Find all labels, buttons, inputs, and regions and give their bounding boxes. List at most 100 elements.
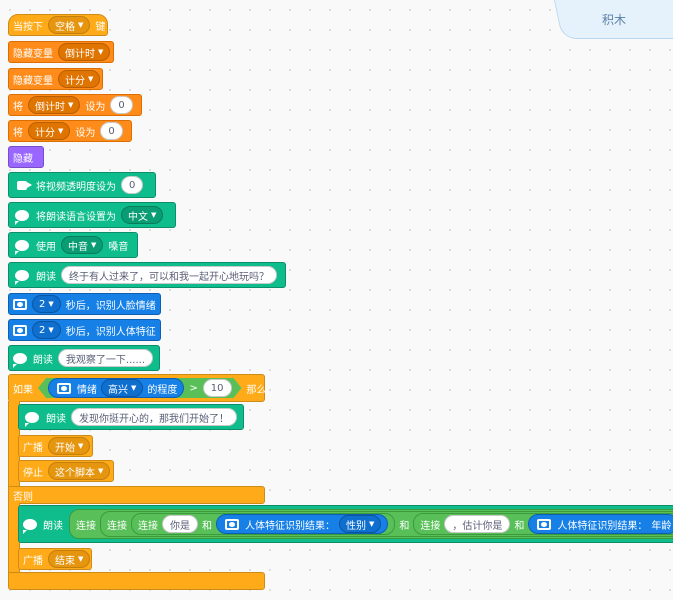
key-dropdown[interactable]: 空格▼ <box>48 16 91 34</box>
block-label: 广播 <box>23 442 43 454</box>
variable-dropdown[interactable]: 计分▼ <box>28 122 71 140</box>
text-input[interactable]: 发现你挺开心的，那我们开始了！ <box>71 408 237 426</box>
body-feature-result-reporter[interactable]: 人体特征识别结果： 年龄 <box>528 514 673 534</box>
chevron-down-icon: ▼ <box>151 211 157 219</box>
dropdown-value: 倒计时 <box>65 48 95 60</box>
stop-option-dropdown[interactable]: 这个脚本▼ <box>48 462 111 480</box>
tab-blocks-label: 积木 <box>601 12 626 27</box>
else-bar: 否则 <box>8 486 265 504</box>
block-label: 将朗读语言设置为 <box>36 211 116 223</box>
block-label: 使用 <box>36 241 56 253</box>
dropdown-value: 年龄 <box>651 520 672 532</box>
variable-dropdown[interactable]: 倒计时▼ <box>28 96 81 114</box>
text-input[interactable]: 终于有人过来了，可以和我一起开心地玩吗？ <box>61 266 277 284</box>
body-feature-result-reporter[interactable]: 人体特征识别结果： 性别▼ <box>216 514 389 534</box>
chevron-down-icon: ▼ <box>78 442 84 450</box>
seconds-dropdown[interactable]: 2▼ <box>32 321 61 339</box>
seconds-dropdown[interactable]: 2▼ <box>32 295 61 313</box>
speech-bubble-icon <box>13 267 31 285</box>
set-variable-block[interactable]: 将 计分▼ 设为 0 <box>8 120 132 142</box>
block-label: 将 <box>13 127 23 139</box>
face-emotion-block[interactable]: 2▼ 秒后，识别人脸情绪 <box>8 293 161 315</box>
chevron-down-icon: ▼ <box>68 101 74 109</box>
chevron-down-icon: ▼ <box>78 555 84 563</box>
dropdown-value: 开始 <box>55 442 75 454</box>
tts-speak-join-block[interactable]: 朗读 连接 连接 连接 你是 和 人体特征识别结果： 性别▼ 和 连接 ，估计你… <box>18 505 673 543</box>
language-dropdown[interactable]: 中文▼ <box>121 206 164 224</box>
join-label: 连接 <box>76 520 96 532</box>
chevron-down-icon: ▼ <box>88 75 94 83</box>
greater-than-condition[interactable]: 情绪 高兴▼ 的程度 > 10 <box>38 378 242 398</box>
chevron-down-icon: ▼ <box>48 326 54 334</box>
chevron-down-icon: ▼ <box>131 384 137 392</box>
variable-dropdown[interactable]: 计分▼ <box>58 70 101 88</box>
block-label: 广播 <box>23 555 43 567</box>
text-input[interactable]: 你是 <box>162 515 198 533</box>
block-label: 朗读 <box>36 271 56 283</box>
face-recognition-icon <box>223 516 241 532</box>
broadcast-block[interactable]: 广播 开始▼ <box>18 435 93 457</box>
value-input[interactable]: 0 <box>100 122 123 140</box>
dropdown-value: 2 <box>39 324 46 336</box>
feature-dropdown[interactable]: 性别▼ <box>339 515 382 533</box>
and-label: 和 <box>202 520 212 532</box>
tts-speak-block[interactable]: 朗读 终于有人过来了，可以和我一起开心地玩吗？ <box>8 262 286 288</box>
message-dropdown[interactable]: 结束▼ <box>48 550 91 568</box>
dropdown-value: 性别 <box>346 520 366 532</box>
tts-speak-block[interactable]: 朗读 发现你挺开心的，那我们开始了！ <box>18 404 244 430</box>
chevron-down-icon: ▼ <box>369 520 375 528</box>
stop-block[interactable]: 停止 这个脚本▼ <box>18 460 114 482</box>
dropdown-value: 高兴 <box>108 384 128 396</box>
chevron-down-icon: ▼ <box>58 127 64 135</box>
hide-variable-block[interactable]: 隐藏变量 倒计时▼ <box>8 41 114 63</box>
join-label: 连接 <box>107 520 127 532</box>
if-label: 如果 <box>13 384 33 396</box>
chevron-down-icon: ▼ <box>98 48 104 56</box>
value-input[interactable]: 0 <box>121 176 144 194</box>
tts-language-block[interactable]: 将朗读语言设置为 中文▼ <box>8 202 176 228</box>
block-label: 朗读 <box>32 354 53 366</box>
body-feature-block[interactable]: 2▼ 秒后，识别人体特征 <box>8 319 161 341</box>
message-dropdown[interactable]: 开始▼ <box>48 437 91 455</box>
if-else-end <box>8 572 265 590</box>
dropdown-value: 这个脚本 <box>55 467 95 479</box>
hide-block[interactable]: 隐藏 <box>8 146 44 168</box>
set-variable-block[interactable]: 将 倒计时▼ 设为 0 <box>8 94 142 116</box>
emotion-dropdown[interactable]: 高兴▼ <box>101 379 143 397</box>
join-label: 连接 <box>138 520 158 532</box>
tab-blocks[interactable]: 积木 <box>553 0 673 39</box>
tts-voice-block[interactable]: 使用 中音▼ 嗓音 <box>8 232 138 258</box>
join-reporter[interactable]: 连接 你是 和 人体特征识别结果： 性别▼ <box>131 513 396 535</box>
dropdown-value: 倒计时 <box>35 101 65 113</box>
text-input[interactable]: ，估计你是 <box>444 515 511 533</box>
voice-dropdown[interactable]: 中音▼ <box>61 236 104 254</box>
threshold-input[interactable]: 10 <box>203 379 232 397</box>
video-transparency-block[interactable]: 将视频透明度设为 0 <box>8 172 156 198</box>
block-label: 停止 <box>23 467 43 479</box>
tts-speak-block[interactable]: 朗读 我观察了一下...... <box>8 345 160 371</box>
join-reporter[interactable]: 连接 连接 你是 和 人体特征识别结果： 性别▼ 和 连接 ，估计你是 和 人体… <box>100 511 673 537</box>
and-label: 和 <box>399 520 410 532</box>
block-label: 秒后，识别人体特征 <box>65 326 156 338</box>
emotion-degree-reporter[interactable]: 情绪 高兴▼ 的程度 <box>48 378 184 398</box>
when-key-pressed-block[interactable]: 当按下 空格▼ 键 <box>8 14 108 36</box>
join-reporter[interactable]: 连接 ，估计你是 和 人体特征识别结果： 年龄 <box>413 513 673 535</box>
video-camera-icon <box>13 177 32 193</box>
if-else-block[interactable]: 如果 情绪 高兴▼ 的程度 > 10 那么 <box>8 374 267 402</box>
dropdown-value: 2 <box>39 298 46 310</box>
variable-dropdown[interactable]: 倒计时▼ <box>58 43 111 61</box>
block-label: 将 <box>13 101 23 113</box>
reporter-label: 人体特征识别结果： <box>557 520 648 532</box>
face-recognition-icon <box>55 380 73 396</box>
value-input[interactable]: 0 <box>110 96 133 114</box>
reporter-label: 情绪 <box>77 384 97 396</box>
join-reporter[interactable]: 连接 连接 连接 你是 和 人体特征识别结果： 性别▼ 和 连接 ，估计你是 和 <box>69 509 673 539</box>
text-input[interactable]: 我观察了一下...... <box>57 349 153 367</box>
speech-bubble-icon <box>23 516 37 534</box>
block-label: 隐藏变量 <box>13 48 53 60</box>
else-label: 否则 <box>13 491 33 503</box>
face-recognition-icon <box>13 322 27 338</box>
block-label: 设为 <box>85 101 106 113</box>
broadcast-block[interactable]: 广播 结束▼ <box>18 548 92 570</box>
hide-variable-block[interactable]: 隐藏变量 计分▼ <box>8 68 103 90</box>
